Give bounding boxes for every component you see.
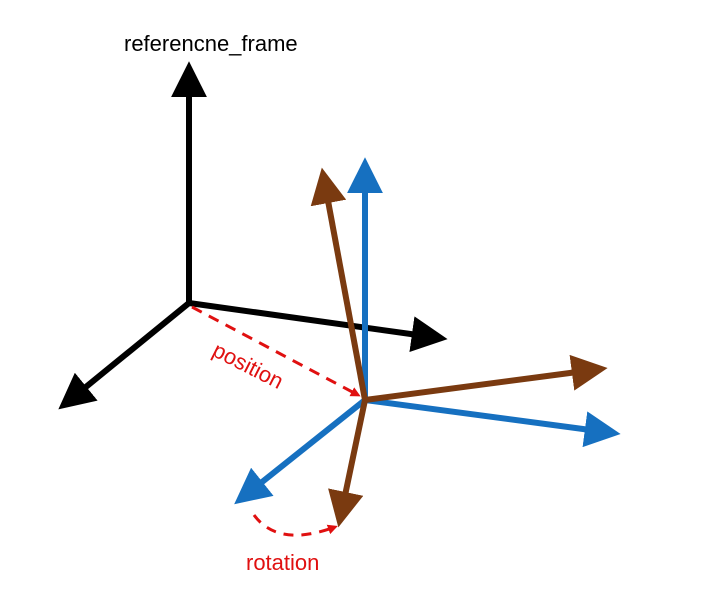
reference-x-axis — [188, 300, 448, 352]
translated-y-axis — [234, 397, 367, 505]
position-label: position — [209, 337, 288, 394]
translated-x-axis — [364, 397, 621, 448]
rotated-frame-axes — [310, 167, 608, 528]
translated-frame-axes — [234, 157, 621, 505]
reference-frame-label: referencne_frame — [124, 31, 298, 56]
rotated-z-axis — [310, 167, 368, 401]
rotated-x-axis — [364, 354, 608, 403]
rotation-label: rotation — [246, 550, 319, 575]
rotated-y-axis — [328, 399, 368, 528]
reference-frame-axes — [58, 61, 448, 410]
reference-y-axis — [58, 300, 191, 410]
position-arrow — [191, 305, 361, 397]
rotation-arc — [252, 514, 338, 537]
